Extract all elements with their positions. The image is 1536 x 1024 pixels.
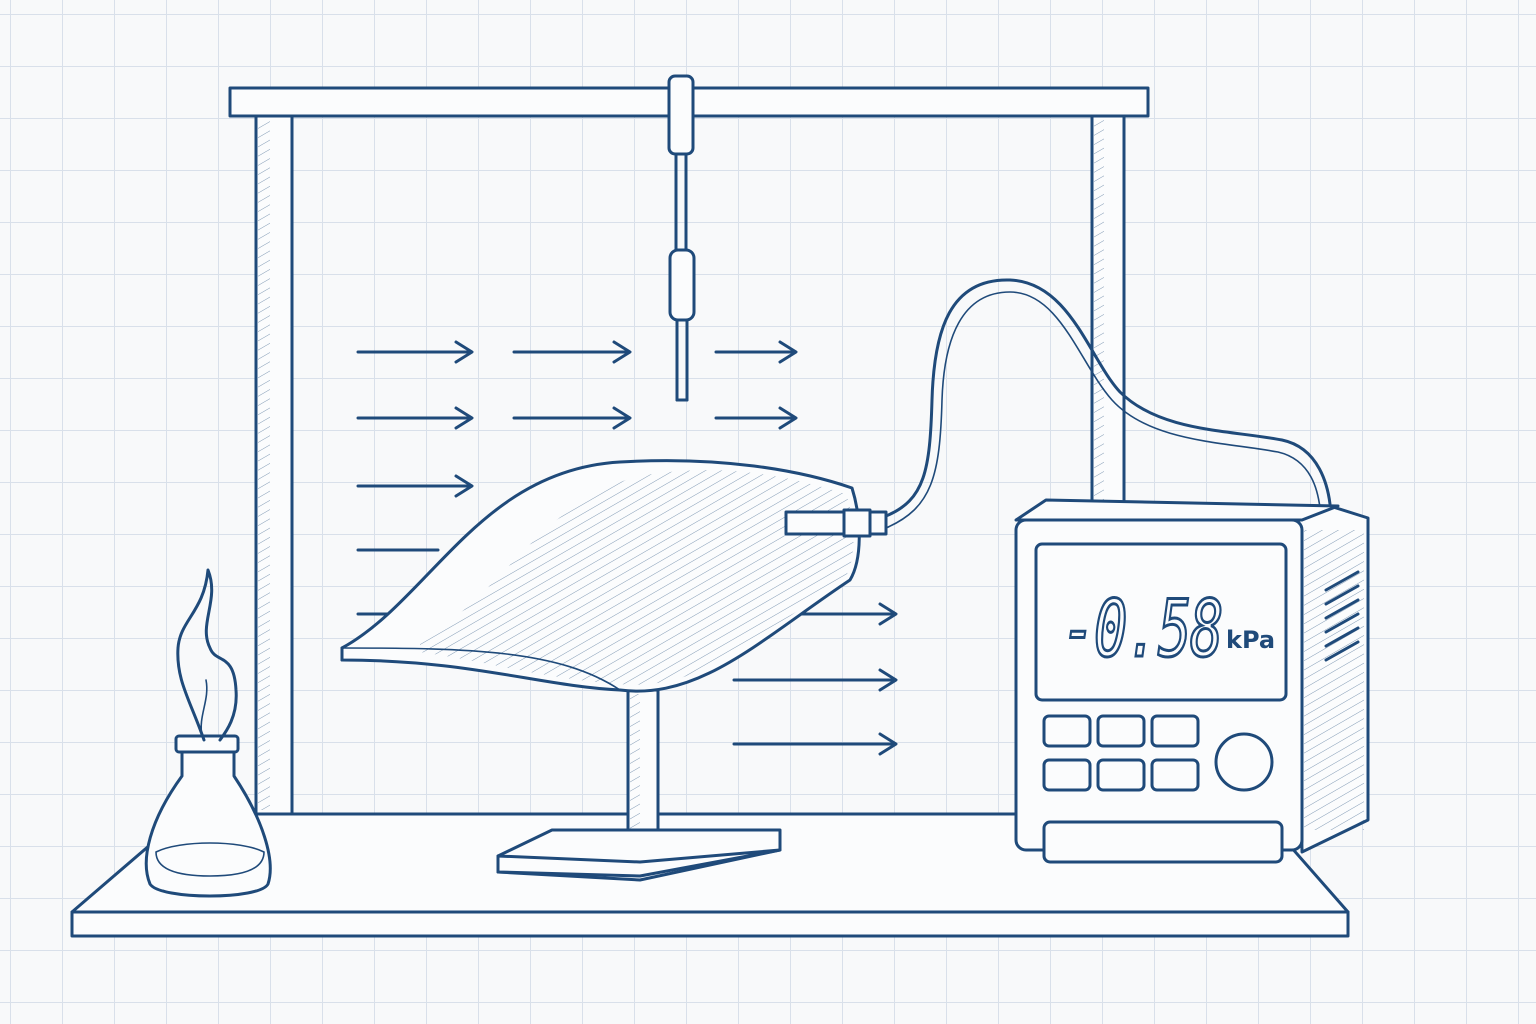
airflow-arrows: [356, 340, 898, 756]
digital-manometer: -0.58 kPa: [1014, 498, 1370, 864]
meter-button[interactable]: [1096, 714, 1146, 748]
airflow-arrow: [512, 406, 632, 430]
airflow-arrow: [796, 602, 898, 626]
meter-button[interactable]: [1096, 758, 1146, 792]
lcd-screen: [1034, 542, 1288, 702]
airflow-arrow: [714, 406, 798, 430]
flame-icon: [176, 568, 238, 742]
meter-button[interactable]: [1150, 714, 1200, 748]
airflow-arrow: [356, 474, 474, 498]
airflow-arrow: [732, 668, 898, 692]
airflow-arrow: [512, 340, 632, 364]
pressure-tube: [884, 278, 1332, 529]
pressure-sensor-connector: [784, 508, 888, 538]
meter-button[interactable]: [1042, 758, 1092, 792]
pressure-reading: -0.58: [1062, 585, 1222, 675]
meter-knob[interactable]: [1214, 732, 1274, 792]
meter-button[interactable]: [1042, 714, 1092, 748]
pitot-probe: [667, 74, 696, 402]
vent-slots-icon: [1324, 570, 1360, 662]
pressure-unit: kPa: [1226, 626, 1275, 654]
airflow-arrow: [732, 732, 898, 756]
airflow-arrow: [714, 340, 798, 364]
airflow-arrow: [356, 340, 474, 364]
airflow-arrow: [356, 406, 474, 430]
flask-burner: [144, 568, 272, 898]
support-frame: [228, 86, 1150, 818]
airfoil-stand: [496, 688, 782, 882]
airfoil-model: [340, 459, 861, 693]
meter-button[interactable]: [1150, 758, 1200, 792]
